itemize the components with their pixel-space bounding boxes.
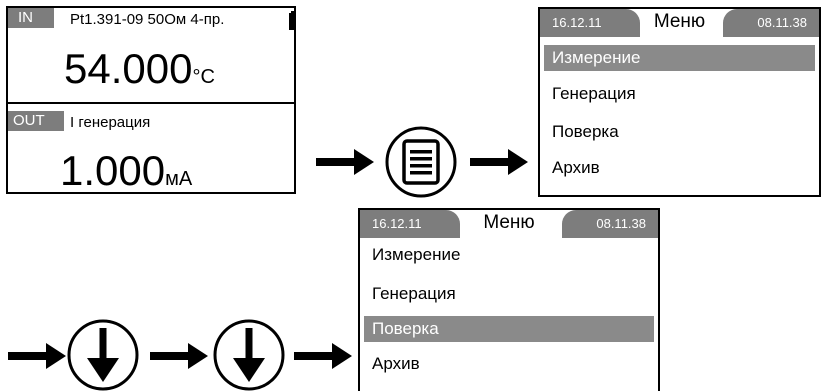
input-reading: 54.000°C [64, 46, 215, 100]
menu-header: 16.12.11 Меню 08.11.38 [360, 210, 658, 238]
menu-item-generation[interactable]: Генерация [552, 84, 636, 103]
right-arrow-icon [316, 149, 374, 175]
panel-divider [8, 102, 294, 104]
down-arrow-icon[interactable] [66, 318, 140, 392]
right-arrow-icon [8, 343, 66, 369]
header-date: 16.12.11 [360, 210, 460, 238]
calibrator-main-screen: IN Pt1.391-09 50Ом 4-пр. 54.000°C OUT I … [6, 6, 296, 194]
menu-item-verification[interactable]: Поверка [552, 122, 619, 141]
output-value: 1.000 [60, 147, 166, 194]
menu-item-measurement[interactable]: Измерение [372, 245, 461, 264]
out-tag: OUT [8, 111, 64, 131]
battery-icon [289, 11, 296, 30]
right-arrow-icon [294, 343, 352, 369]
header-time: 08.11.38 [562, 210, 658, 238]
menu-list-icon[interactable] [384, 125, 458, 199]
menu-item-generation[interactable]: Генерация [372, 284, 456, 303]
header-title: Меню [653, 11, 706, 32]
down-arrow-icon[interactable] [212, 318, 286, 392]
header-title: Меню [483, 212, 535, 233]
sensor-type-label: Pt1.391-09 50Ом 4-пр. [70, 11, 225, 28]
menu-screen-measurement-selected: 16.12.11 Меню 08.11.38 Измерение Генерац… [538, 7, 821, 197]
header-time: 08.11.38 [723, 9, 819, 37]
header-date: 16.12.11 [540, 9, 640, 37]
menu-item-archive[interactable]: Архив [552, 158, 600, 177]
menu-header: 16.12.11 Меню 08.11.38 [540, 9, 819, 37]
output-mode-label: I генерация [70, 114, 151, 131]
menu-screen-verification-selected: 16.12.11 Меню 08.11.38 Измерение Генерац… [358, 208, 660, 391]
in-tag: IN [8, 8, 54, 28]
input-unit: °C [192, 66, 215, 88]
input-value: 54.000 [64, 45, 193, 92]
output-unit: мА [165, 168, 193, 190]
menu-item-verification[interactable]: Поверка [364, 316, 654, 342]
right-arrow-icon [470, 149, 528, 175]
menu-item-measurement[interactable]: Измерение [544, 45, 815, 71]
menu-item-archive[interactable]: Архив [372, 354, 420, 373]
output-reading: 1.000мА [60, 148, 192, 202]
right-arrow-icon [150, 343, 208, 369]
